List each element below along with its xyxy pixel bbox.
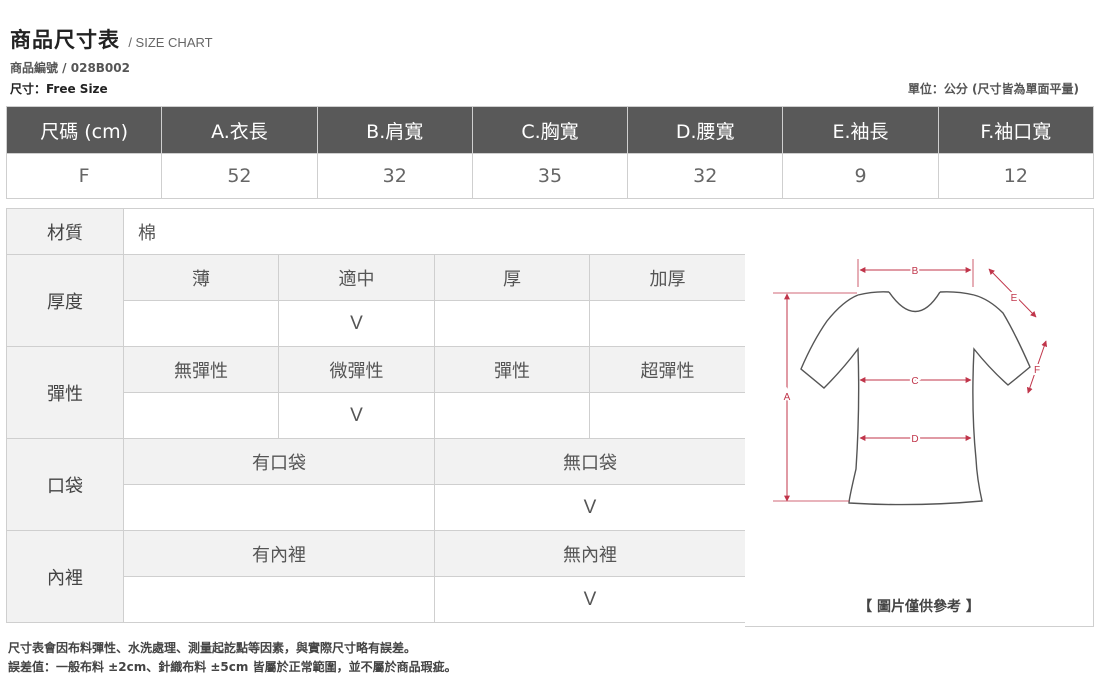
thickness-mark: V (278, 300, 435, 347)
label-a: A (784, 392, 791, 403)
header-shoulder: B.肩寬 (316, 106, 473, 154)
detail-table: 材質 棉 厚度 薄 適中 厚 加厚 V 彈性 無彈性 微彈性 彈性 超彈性 V … (6, 208, 746, 623)
pocket-option: 有口袋 (123, 438, 435, 485)
elasticity-option: 彈性 (434, 346, 590, 393)
thickness-options-row: 厚度 薄 適中 厚 加厚 (6, 254, 746, 347)
material-row: 材質 棉 (6, 208, 746, 255)
elasticity-option: 微彈性 (278, 346, 435, 393)
garment-diagram-panel: B C D A E F 【 圖片僅供參考 】 (745, 208, 1094, 627)
size-table: 尺碼 (cm) A.衣長 B.肩寬 C.胸寬 D.腰寬 E.袖長 F.袖口寬 F… (5, 106, 1095, 199)
size-table-header-row: 尺碼 (cm) A.衣長 B.肩寬 C.胸寬 D.腰寬 E.袖長 F.袖口寬 (5, 106, 1095, 154)
lining-mark: V (434, 576, 746, 623)
elasticity-options-row: 彈性 無彈性 微彈性 彈性 超彈性 (6, 346, 746, 439)
cell-cuff-width: 12 (937, 153, 1095, 199)
page-title: 商品尺寸表 / SIZE CHART (10, 24, 213, 54)
tshirt-neckline (888, 291, 941, 312)
thickness-label: 厚度 (6, 254, 124, 347)
thickness-mark (123, 300, 279, 347)
pocket-mark: V (434, 484, 746, 531)
pocket-mark (123, 484, 435, 531)
pocket-option: 無口袋 (434, 438, 746, 485)
reference-note: 【 圖片僅供參考 】 (858, 599, 980, 615)
elasticity-mark (123, 392, 279, 439)
elasticity-option: 超彈性 (589, 346, 746, 393)
thickness-mark (589, 300, 746, 347)
pocket-label: 口袋 (6, 438, 124, 531)
header-waist: D.腰寬 (627, 106, 784, 154)
thickness-option: 薄 (123, 254, 279, 301)
label-f: F (1034, 365, 1040, 376)
lining-options-row: 內裡 有內裡 無內裡 (6, 530, 746, 623)
header-sleeve-length: E.袖長 (782, 106, 939, 154)
elasticity-option: 無彈性 (123, 346, 279, 393)
size-info: 尺寸：Free Size (10, 82, 108, 96)
cell-length: 52 (161, 153, 318, 199)
title-text: 商品尺寸表 (10, 28, 120, 52)
label-c: C (911, 376, 918, 387)
elasticity-mark (589, 392, 746, 439)
title-subtitle: / SIZE CHART (128, 35, 213, 50)
tshirt-collar-back (857, 291, 975, 296)
thickness-option: 適中 (278, 254, 435, 301)
elasticity-mark: V (278, 392, 435, 439)
label-b: B (912, 266, 919, 277)
label-e: E (1011, 293, 1018, 304)
header-chest: C.胸寬 (471, 106, 629, 154)
header-length: A.衣長 (161, 106, 318, 154)
cell-waist: 32 (627, 153, 784, 199)
pocket-options-row: 口袋 有口袋 無口袋 (6, 438, 746, 531)
thickness-option: 加厚 (589, 254, 746, 301)
cell-sleeve-length: 9 (782, 153, 939, 199)
header-size: 尺碼 (cm) (5, 106, 163, 154)
material-label: 材質 (6, 208, 124, 255)
cell-size: F (5, 153, 163, 199)
elasticity-mark (434, 392, 590, 439)
measure-line-e (988, 268, 1037, 318)
header-cuff-width: F.袖口寬 (937, 106, 1095, 154)
thickness-marks-row: V (7, 300, 746, 347)
label-d: D (911, 434, 918, 445)
elasticity-marks-row: V (7, 392, 746, 439)
lining-option: 有內裡 (123, 530, 435, 577)
cell-shoulder: 32 (316, 153, 473, 199)
unit-info: 單位：公分 (尺寸皆為單面平量) (907, 82, 1079, 96)
lining-mark (123, 576, 435, 623)
lining-option: 無內裡 (434, 530, 746, 577)
size-table-row: F 52 32 35 32 9 12 (5, 153, 1095, 199)
product-number: 商品編號 / 028B002 (10, 61, 130, 75)
thickness-option: 厚 (434, 254, 590, 301)
material-value: 棉 (123, 208, 746, 255)
elasticity-label: 彈性 (6, 346, 124, 439)
tshirt-outline (800, 294, 1031, 506)
footnote-error-range: 誤差值：一般布料 ±2cm、針織布料 ±5cm 皆屬於正常範圍，並不屬於商品瑕疵… (8, 660, 457, 674)
measure-line-f (1026, 340, 1048, 394)
pocket-marks-row: V (7, 484, 746, 531)
cell-chest: 35 (471, 153, 629, 199)
lining-marks-row: V (7, 576, 746, 623)
garment-diagram: B C D A E F (773, 259, 1048, 506)
lining-label: 內裡 (6, 530, 124, 623)
footnote-tolerance: 尺寸表會因布料彈性、水洗處理、測量起訖點等因素，與實際尺寸略有誤差。 (8, 641, 417, 655)
thickness-mark (434, 300, 590, 347)
